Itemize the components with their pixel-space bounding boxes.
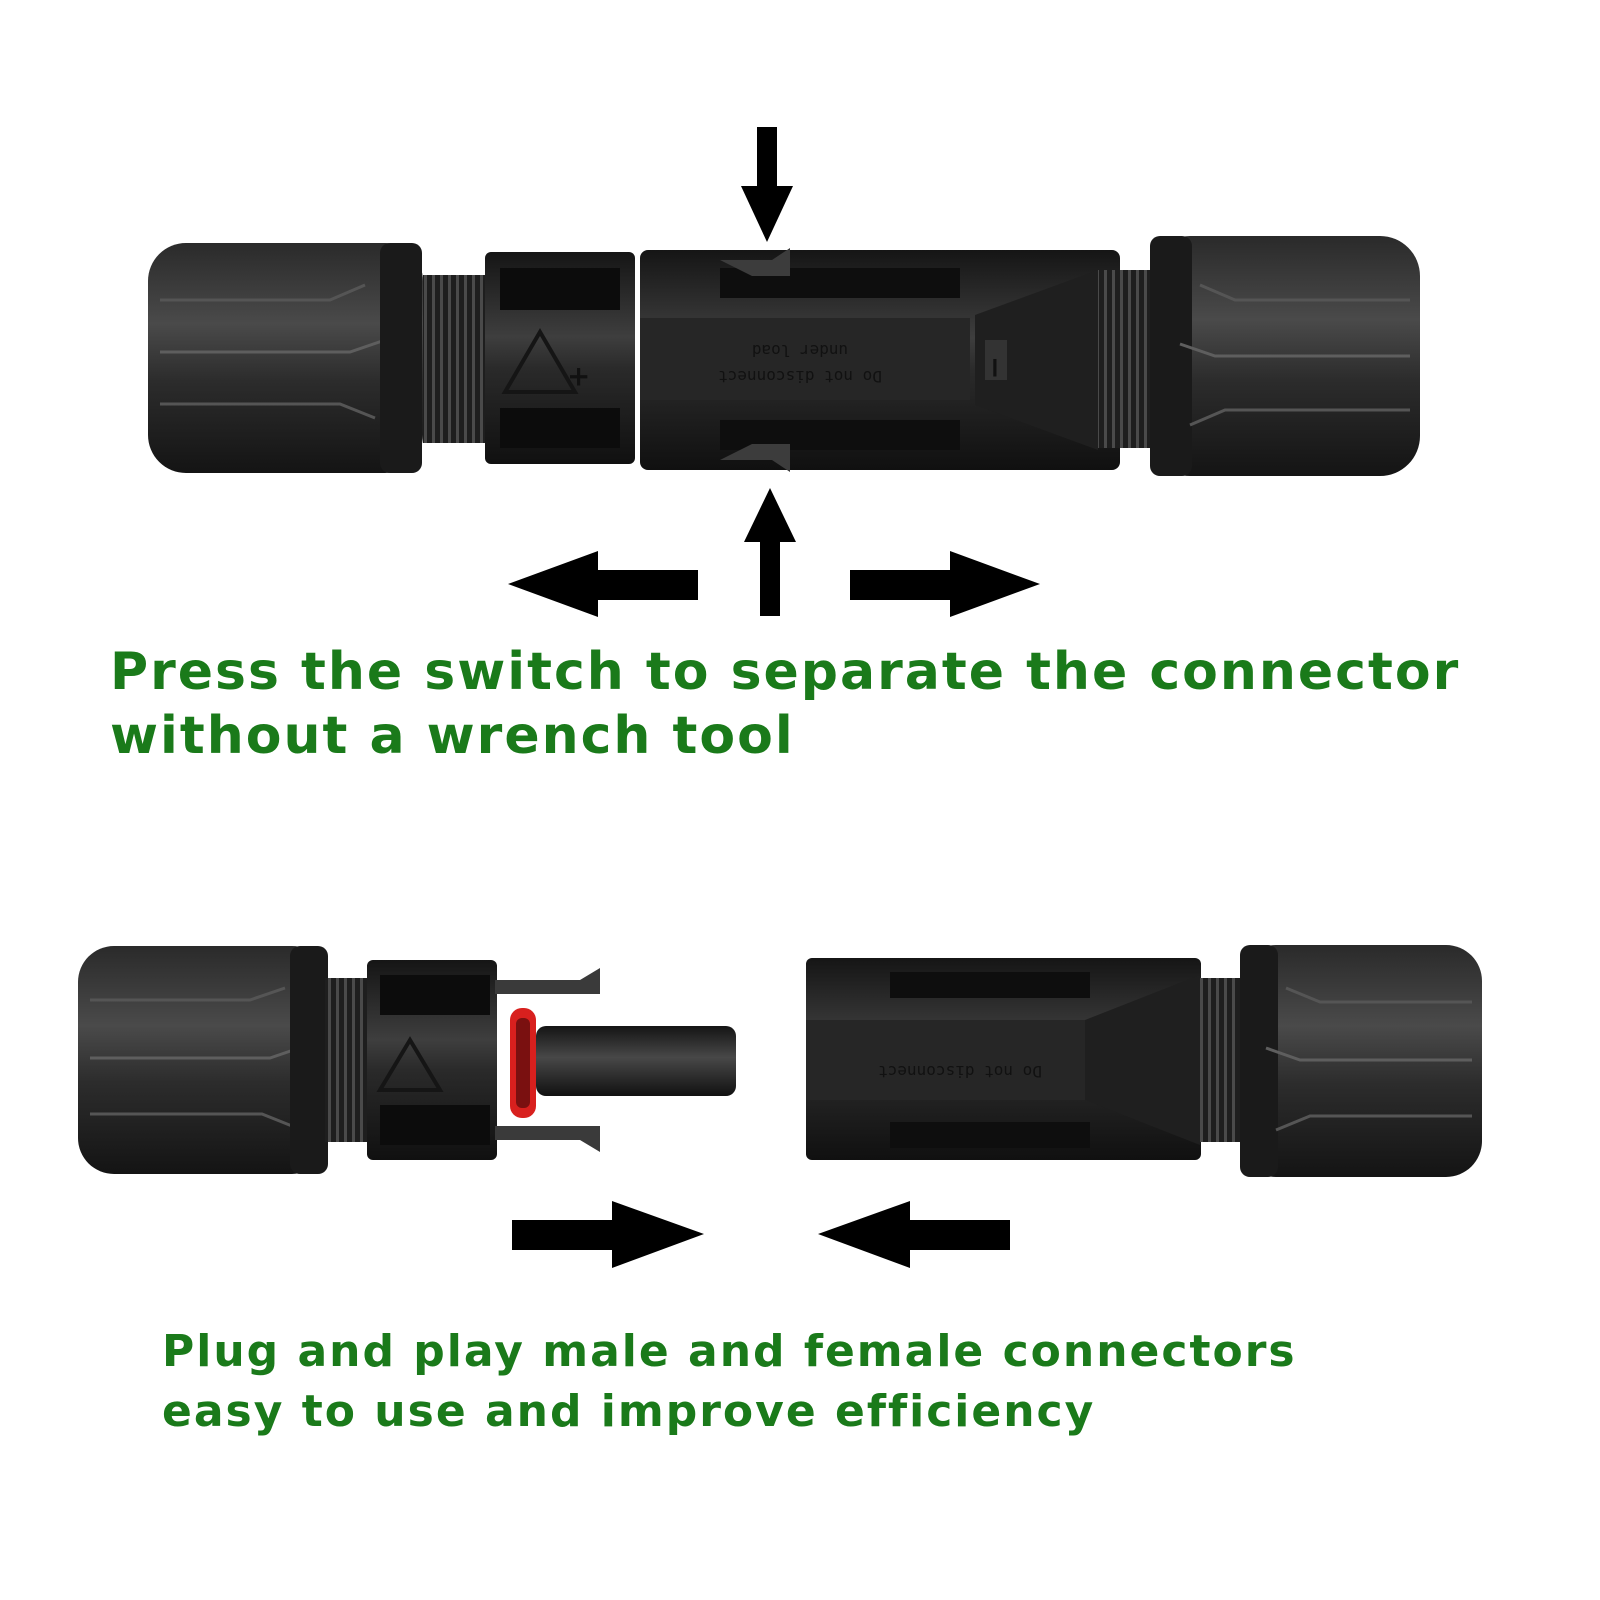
male-lower-prong	[495, 1126, 600, 1152]
embossed-warning-subtext: under load	[752, 341, 848, 360]
connected-assembly: + Do not disconnect under load −	[148, 236, 1420, 476]
female-connector: Do not disconnect	[806, 945, 1482, 1177]
connect-caption-line-1: Plug and play male and female connectors	[162, 1326, 1297, 1377]
male-polarity-label: +	[563, 365, 596, 388]
push-left-arrow-icon	[818, 1201, 1010, 1268]
separate-caption-line-1: Press the switch to separate the connect…	[110, 642, 1461, 702]
female-polarity-label: −	[979, 356, 1012, 379]
arrow-up-icon	[744, 488, 796, 616]
female-embossed-text: Do not disconnect	[878, 1062, 1042, 1081]
left-nut	[148, 243, 423, 473]
male-connector	[78, 946, 736, 1174]
separate-caption-line-2: without a wrench tool	[110, 706, 795, 766]
right-nut	[1150, 236, 1420, 476]
separate-instruction-caption: Press the switch to separate the connect…	[110, 640, 1460, 768]
embossed-warning-text: Do not disconnect	[718, 367, 882, 386]
upper-latch	[720, 248, 790, 276]
connect-caption-line-2: easy to use and improve efficiency	[162, 1386, 1096, 1437]
male-housing: +	[485, 252, 635, 464]
male-upper-prong	[495, 968, 600, 994]
male-thread	[325, 978, 367, 1142]
female-thread	[1200, 978, 1242, 1142]
push-right-arrow-icon	[512, 1201, 704, 1268]
arrow-left-icon	[508, 551, 698, 617]
arrow-down-icon	[741, 127, 793, 242]
warning-triangle-icon	[501, 328, 579, 394]
left-thread	[423, 275, 485, 443]
connect-instruction-caption: Plug and play male and female connectors…	[162, 1322, 1297, 1442]
female-housing: −	[975, 270, 1098, 450]
male-warning-triangle-icon	[376, 1036, 444, 1092]
right-thread	[1098, 270, 1153, 448]
lower-latch	[720, 444, 790, 472]
male-pin	[536, 1026, 736, 1096]
arrow-right-icon	[850, 551, 1040, 617]
coupling-body: Do not disconnect under load	[640, 248, 1120, 472]
